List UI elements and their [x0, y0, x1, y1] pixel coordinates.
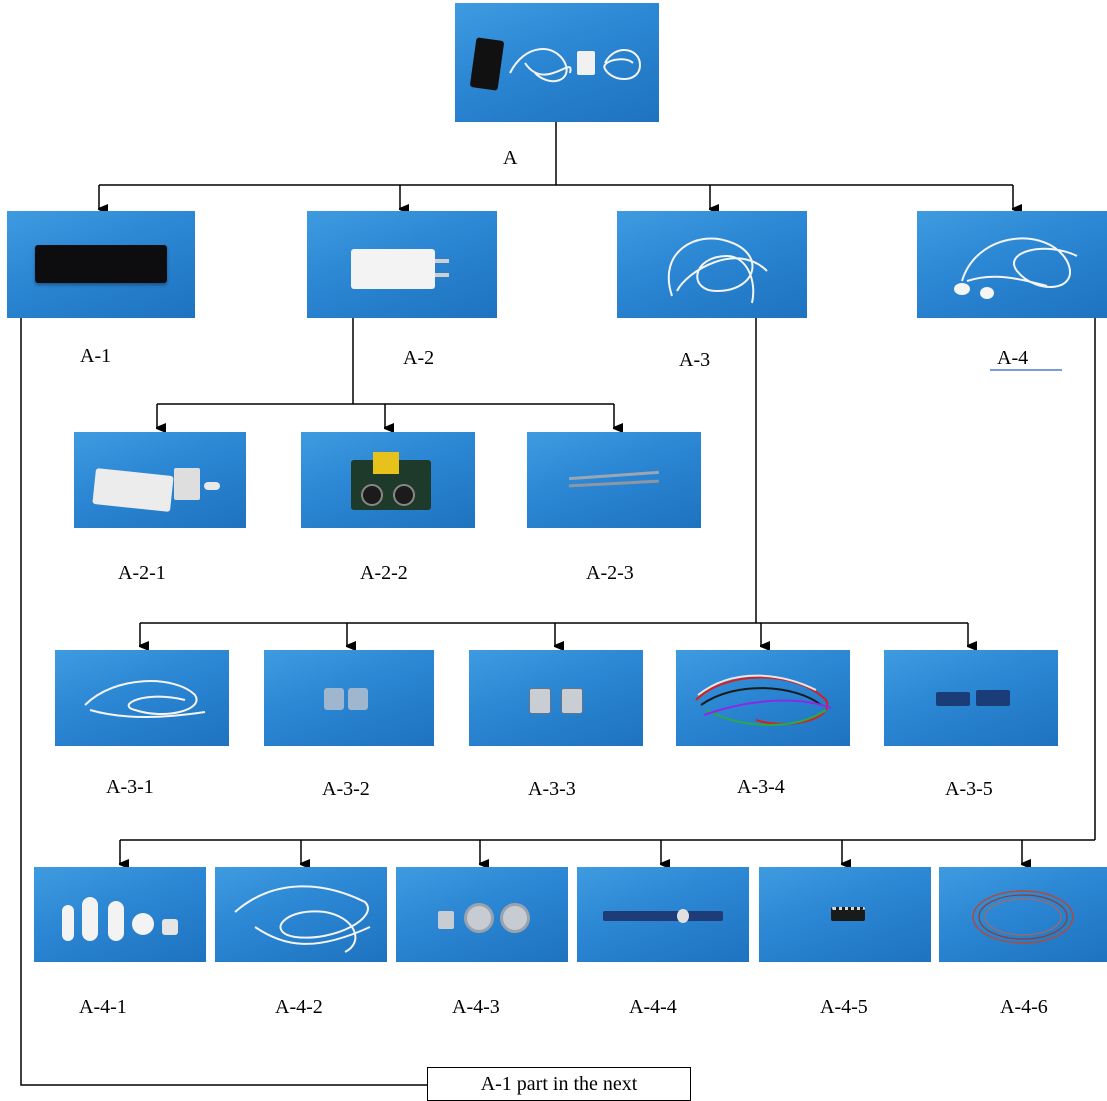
label-a2: A-2 — [403, 347, 435, 369]
label-a2-1: A-2-1 — [118, 562, 166, 584]
transformer-icon — [373, 452, 399, 474]
photo-a3-4 — [676, 650, 850, 746]
charger-pin-icon — [435, 273, 449, 277]
label-a3-5: A-3-5 — [945, 778, 993, 800]
earphones-icon — [954, 237, 1078, 299]
label-a3-1: A-3-1 — [106, 776, 154, 798]
photo-a3 — [617, 211, 807, 318]
connector-board-icon — [976, 690, 1010, 706]
label-a4-6: A-4-6 — [1000, 996, 1048, 1018]
charger-pin-icon — [435, 259, 449, 263]
speaker-driver-icon — [500, 903, 530, 933]
colored-wires-icon — [695, 674, 832, 726]
cable-icon — [84, 680, 206, 718]
earbud-shell-icon — [62, 905, 74, 941]
photo-a2-1 — [74, 432, 246, 528]
pcb-strip-icon — [603, 911, 723, 921]
photo-a4-4 — [577, 867, 749, 962]
label-a2-2: A-2-2 — [360, 562, 408, 584]
continuation-note: A-1 part in the next — [427, 1067, 691, 1101]
connector-cover-icon — [324, 688, 344, 710]
earphone-cable-icon — [234, 885, 371, 953]
photo-a3-1 — [55, 650, 229, 746]
photo-a4-2 — [215, 867, 387, 962]
charger-icon — [351, 249, 435, 289]
pin-icon — [204, 482, 220, 490]
wire-coil-icon — [972, 890, 1074, 944]
pin-icon — [568, 479, 660, 488]
photo-a4 — [917, 211, 1107, 318]
photo-a4-5 — [759, 867, 931, 962]
pcb-component-icon — [677, 909, 689, 923]
label-a2-3: A-2-3 — [586, 562, 634, 584]
photo-a2-3 — [527, 432, 701, 528]
label-a3-3: A-3-3 — [528, 778, 576, 800]
label-a4-3: A-4-3 — [452, 996, 500, 1018]
label-a1: A-1 — [80, 345, 112, 367]
label-a4-5: A-4-5 — [820, 996, 868, 1018]
earbud-cap-icon — [162, 919, 178, 935]
earbud-shell-icon — [108, 901, 124, 941]
root-photo — [455, 3, 659, 122]
photo-a2 — [307, 211, 497, 318]
cable-icon — [667, 237, 768, 304]
connector-board-icon — [936, 692, 970, 706]
phone-icon — [35, 245, 167, 283]
connector-icon — [438, 911, 454, 929]
photo-a3-2 — [264, 650, 434, 746]
continuation-note-text: A-1 part in the next — [480, 1072, 638, 1095]
label-a4: A-4 — [997, 347, 1029, 369]
photo-a4-1 — [34, 867, 206, 962]
root-label: A — [503, 147, 518, 169]
housing-icon — [92, 468, 174, 512]
cover-icon — [174, 468, 200, 500]
photo-a1 — [7, 211, 195, 318]
connector-cover-icon — [348, 688, 368, 710]
label-a4-2: A-4-2 — [275, 996, 323, 1018]
pin-icon — [569, 470, 659, 481]
label-a4-1: A-4-1 — [79, 996, 127, 1018]
label-a3: A-3 — [679, 349, 711, 371]
label-a3-4: A-3-4 — [737, 776, 785, 798]
small-pcb-icon — [831, 907, 865, 921]
earbud-shell-icon — [82, 897, 98, 941]
capacitor-icon — [393, 484, 415, 506]
photo-a4-6 — [939, 867, 1107, 962]
connector-shell-icon — [529, 688, 551, 714]
earbud-cap-icon — [132, 913, 154, 935]
capacitor-icon — [361, 484, 383, 506]
photo-a2-2 — [301, 432, 475, 528]
label-a4-4: A-4-4 — [629, 996, 677, 1018]
connector-shell-icon — [561, 688, 583, 714]
photo-a3-3 — [469, 650, 643, 746]
accessories-icon — [509, 48, 642, 83]
photo-a3-5 — [884, 650, 1058, 746]
speaker-driver-icon — [464, 903, 494, 933]
photo-a4-3 — [396, 867, 568, 962]
label-a3-2: A-3-2 — [322, 778, 370, 800]
